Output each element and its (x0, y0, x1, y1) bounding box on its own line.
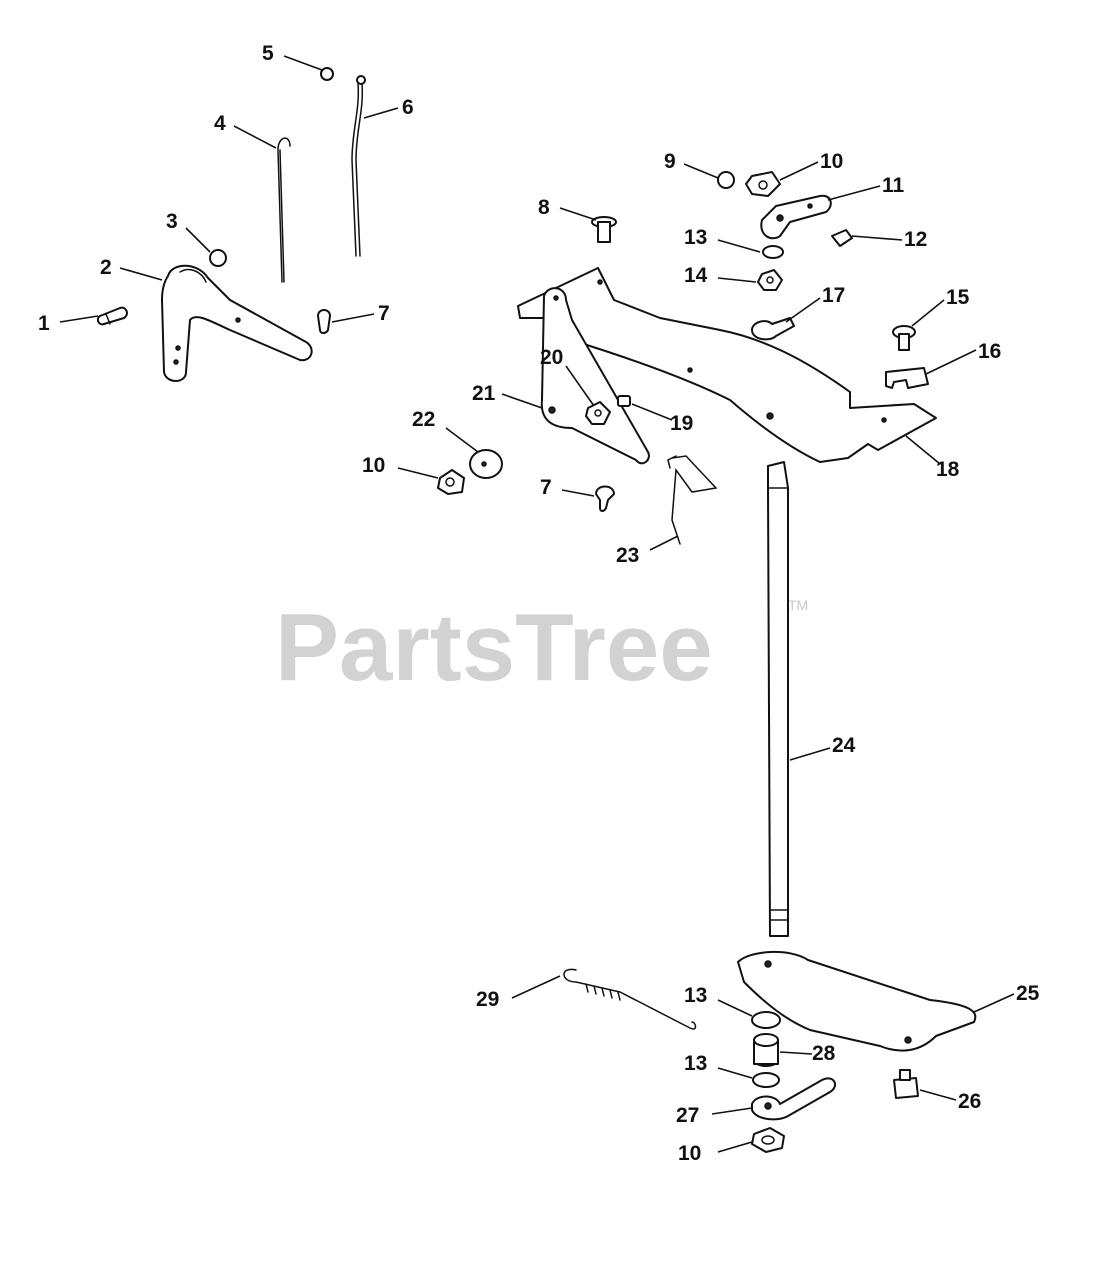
watermark-trademark: TM (788, 597, 808, 613)
part-disc (469, 449, 503, 479)
callout-7-lower: 7 (540, 476, 552, 499)
callout-7-upper: 7 (378, 302, 390, 325)
callout-12: 12 (904, 228, 927, 251)
part-washer (751, 1011, 781, 1029)
part-washer (762, 245, 784, 259)
callout-9: 9 (664, 150, 676, 173)
part-bolt (591, 216, 617, 243)
part-washer (717, 171, 735, 189)
part-nut (437, 469, 465, 495)
part-nut (585, 401, 611, 425)
part-shaft (767, 461, 789, 937)
callout-25: 25 (1016, 982, 1040, 1005)
leader-lines (59, 55, 1015, 1153)
callout-28: 28 (812, 1042, 836, 1065)
part-cotter (317, 309, 331, 334)
callout-22: 22 (412, 408, 435, 431)
callout-1: 1 (38, 312, 50, 335)
part-nut (757, 269, 783, 291)
part-cotter (595, 485, 615, 512)
callout-labels: 1 2 3 4 5 6 7 7 8 9 10 10 10 11 12 13 13… (38, 42, 1040, 1165)
part-lever-arm (751, 1077, 837, 1121)
part-bolt (892, 325, 916, 351)
part-arm (540, 287, 650, 465)
part-lever (161, 264, 313, 382)
part-bolt (831, 229, 853, 247)
part-bushing (753, 1033, 779, 1067)
callout-19: 19 (670, 412, 693, 435)
part-wire-bracket (667, 455, 718, 545)
callout-18: 18 (936, 458, 960, 481)
callout-26: 26 (958, 1090, 981, 1113)
callout-5: 5 (262, 42, 274, 65)
part-hex-nut (745, 171, 781, 197)
part-spring (563, 968, 697, 1030)
callout-8: 8 (538, 196, 550, 219)
part-pin (96, 306, 128, 326)
watermark-brand: PartsTree (275, 594, 713, 701)
callout-29: 29 (476, 988, 499, 1011)
callout-21: 21 (472, 382, 496, 405)
part-bent-rod (351, 75, 366, 257)
callout-13-top: 13 (684, 226, 707, 249)
callout-17: 17 (822, 284, 845, 307)
callout-15: 15 (946, 286, 970, 309)
callout-13-middle: 13 (684, 984, 707, 1007)
part-clip (885, 367, 929, 389)
callout-4: 4 (214, 112, 226, 135)
callout-2: 2 (100, 256, 112, 279)
callout-27: 27 (676, 1104, 699, 1127)
callout-10-left: 10 (362, 454, 385, 477)
callout-3: 3 (166, 210, 178, 233)
part-nut (751, 1127, 785, 1153)
callout-6: 6 (402, 96, 414, 119)
part-plate (737, 950, 977, 1052)
callout-13-lower: 13 (684, 1052, 707, 1075)
callout-10-bottom: 10 (678, 1142, 701, 1165)
part-rod (277, 137, 291, 283)
callout-23: 23 (616, 544, 639, 567)
part-washer (752, 1072, 780, 1088)
part-nut-small (320, 67, 334, 81)
part-shoulder-bolt (751, 317, 795, 341)
callout-10-top: 10 (820, 150, 843, 173)
part-main-bracket (517, 267, 937, 463)
part-bolt (893, 1069, 919, 1099)
callout-11: 11 (882, 174, 905, 197)
part-link-plate (760, 194, 832, 240)
callout-14: 14 (684, 264, 708, 287)
part-washer (209, 249, 227, 267)
callout-20: 20 (540, 346, 563, 369)
callout-16: 16 (978, 340, 1001, 363)
callout-24: 24 (832, 734, 856, 757)
part-washer (617, 395, 631, 407)
